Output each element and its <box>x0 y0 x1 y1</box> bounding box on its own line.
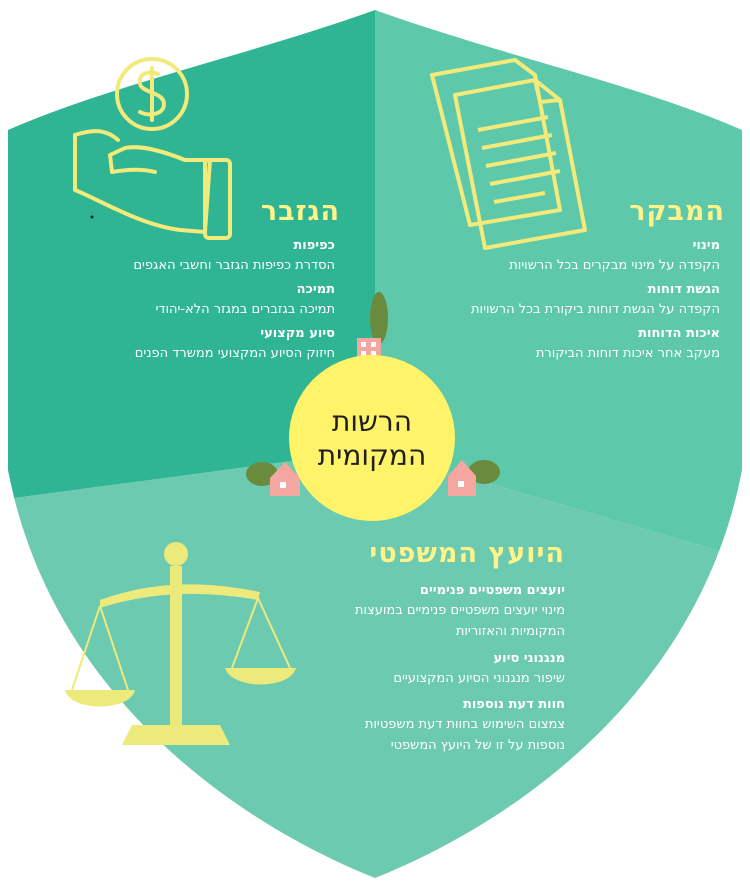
treasurer-item-text: חיזוק הסיוע המקצועי ממשרד הפנים <box>134 346 335 361</box>
auditor-item-heading: איכות הדוחות <box>638 326 720 341</box>
auditor-item-heading: הגשת דוחות <box>647 282 720 297</box>
legal-title: היועץ המשפטי <box>369 538 565 569</box>
auditor-item-text: הקפדה על מינוי מבקרים בכל הרשויות <box>509 258 720 273</box>
treasurer-panel <box>8 10 375 500</box>
center-label-line2: המקומית <box>317 439 427 472</box>
treasurer-item-text: תמיכה בגזברים במגזר הלא-יהודי <box>155 302 335 317</box>
legal-item-text: נוספות על זו של היועץ המשפטי <box>390 738 565 753</box>
auditor-item-heading: מינוי <box>692 238 720 253</box>
house-icon <box>246 462 300 496</box>
center-label: הרשות המקומית <box>292 405 452 473</box>
treasurer-item-text: הסדרת כפיפות הגזבר וחשבי האגפים <box>133 258 335 273</box>
auditor-title: המבקר <box>629 196 725 227</box>
auditor-panel <box>375 10 742 560</box>
documents-icon <box>430 58 587 250</box>
legal-item-heading: מנגנוני סיוע <box>493 651 566 666</box>
dollar-hand-icon <box>73 57 232 240</box>
legal-item-text: מינוי יועצים משפטיים פנימיים במועצות <box>354 603 565 618</box>
legal-item-text: המקומיות והאזוריות <box>455 624 565 639</box>
treasurer-item-heading: כפיפות <box>293 238 335 253</box>
legal-item-heading: חוות דעת נוספות <box>462 697 565 712</box>
treasurer-item-heading: תמיכה <box>296 282 335 297</box>
center-label-line1: הרשות <box>332 405 412 438</box>
decorative-dot <box>90 215 94 219</box>
scales-icon <box>65 542 296 745</box>
legal-item-heading: יועצים משפטיים פנימיים <box>419 583 565 598</box>
legal-item-text: שיפור מנגנוני הסיוע המקצועיים <box>393 671 565 686</box>
auditor-item-text: הקפדה על הגשת דוחות ביקורת בכל הרשויות <box>471 302 720 317</box>
treasurer-item-heading: סיוע מקצועי <box>260 326 335 341</box>
legal-item-text: צמצום השימוש בחוות דעת משפטיות <box>364 717 565 732</box>
treasurer-title: הגזבר <box>260 196 340 227</box>
house-icon <box>448 460 500 496</box>
auditor-item-text: מעקב אחר איכות דוחות הביקורת <box>535 346 720 361</box>
center-circle <box>289 355 455 521</box>
